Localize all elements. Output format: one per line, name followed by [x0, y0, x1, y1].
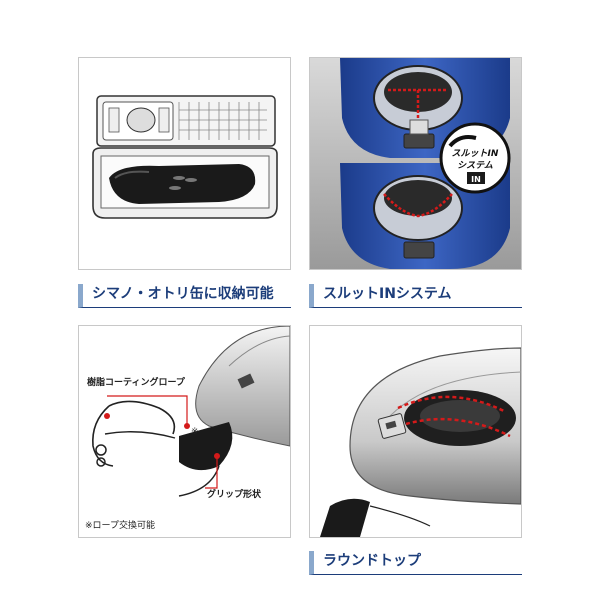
badge-line1: スルットIN	[452, 148, 499, 159]
round-top-panel	[309, 325, 522, 538]
storage-box-illustration	[92, 95, 278, 219]
label-rope: 樹脂コーティングロープ	[87, 378, 185, 388]
slit-in-illustration: スルットIN システム IN	[310, 58, 521, 269]
rope-grip-illustration: ※	[92, 326, 290, 497]
caption-round-top: ラウンドトップ	[309, 551, 522, 575]
storage-illustration-panel	[78, 57, 291, 270]
caption-slit-in: スルットINシステム	[309, 284, 522, 308]
round-top-illustration	[310, 326, 521, 537]
badge-line2: システム	[457, 160, 493, 171]
badge-mark: IN	[471, 175, 481, 184]
asterisk-mark: ※	[191, 427, 199, 437]
label-rope-note: ※ロープ交換可能	[85, 521, 156, 531]
label-grip: グリップ形状	[207, 490, 262, 500]
rope-grip-panel: ※ 樹脂コーティングロープ グリップ形状 ※ロープ交換可能	[78, 325, 291, 538]
caption-storage: シマノ・オトリ缶に収納可能	[78, 284, 291, 308]
slit-in-system-panel: スルットIN システム IN	[309, 57, 522, 270]
